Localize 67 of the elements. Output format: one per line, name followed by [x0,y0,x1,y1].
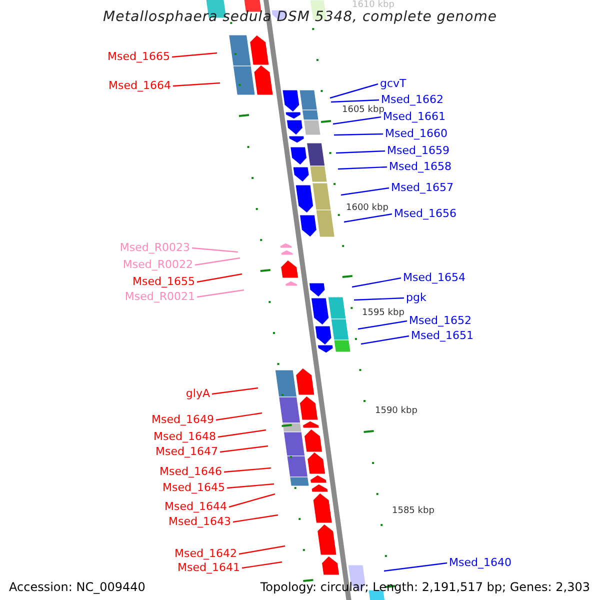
leader-line [344,213,392,223]
scale-label: 1605 kbp [342,106,384,115]
gene-label: Msed_1649 [152,414,214,425]
leader-line [334,133,384,136]
gene-label: Msed_1656 [394,208,456,219]
leader-line [358,320,408,330]
gene-label: Msed_1657 [391,182,454,193]
gene-label: Msed_1664 [108,80,171,91]
gene-label: Msed_R0022 [122,259,193,270]
scale-label: 1585 kbp [392,507,434,516]
gene-label: Msed_1659 [387,145,450,156]
gene-label: glyA [186,388,210,399]
gene-label: Msed_1652 [409,315,472,326]
leader-line [360,335,410,345]
scale-label: 1600 kbp [346,204,388,213]
leader-line [232,514,278,523]
gene-label: pgk [406,292,426,303]
leader-line [242,561,282,569]
leader-line [340,187,390,196]
gene-label: Msed_1642 [174,548,237,559]
leader-line [216,412,262,421]
leader-line [238,545,286,555]
leader-line [228,493,276,508]
gene-label: Msed_1660 [385,128,448,139]
leader-line [332,116,382,125]
accession-text: Accession: NC_009440 [9,581,146,593]
leader-line [352,277,402,288]
scale-label: 1610 kbp [352,1,394,10]
leader-line [336,150,386,154]
gene-label: Msed_1648 [154,431,216,442]
gene-label: Msed_1665 [108,51,170,62]
leader-line [354,297,404,301]
leader-line [338,166,388,170]
gene-label: Msed_1651 [411,330,474,341]
gene-label: Msed_1643 [168,516,231,527]
gene-label: Msed_1661 [383,111,446,122]
leader-line [218,429,266,438]
gene-label: Msed_R0021 [124,291,195,302]
map-title: Metallosphaera sedula DSM 5348, complete genome [102,10,498,24]
leader-line [172,52,218,58]
leader-line [192,247,238,253]
gene-label: Msed_R0023 [120,242,190,253]
gene-label: Msed_1646 [160,466,222,477]
gene-label: Msed_1647 [156,446,218,457]
leader-line [196,273,242,283]
leader-line [330,99,380,103]
gene-label: Msed_1658 [389,161,452,172]
leader-line [224,467,272,473]
genome-info-text: Topology: circular; Length: 2,191,517 bp; Genes: 2,303 [260,581,590,593]
gene-label: Msed_1640 [449,557,512,568]
gene-label: Msed_1645 [162,482,225,493]
leader-line [330,83,378,99]
leader-line [212,387,258,395]
gene-label: Msed_1654 [403,272,466,283]
scale-label: 1590 kbp [375,407,418,416]
gene-label: Msed_1644 [164,501,227,512]
leader-line [172,82,220,87]
gene-label: Msed_1655 [132,276,195,287]
leader-line [226,483,274,489]
leader-line [220,445,268,453]
gene-label: Msed_1662 [381,94,444,105]
scale-label: 1595 kbp [362,309,404,318]
gene-label: Msed_1641 [178,562,240,573]
gene-label: gcvT [380,78,406,89]
leader-line [384,562,448,572]
leader-line [194,257,240,266]
leader-line [196,289,244,298]
